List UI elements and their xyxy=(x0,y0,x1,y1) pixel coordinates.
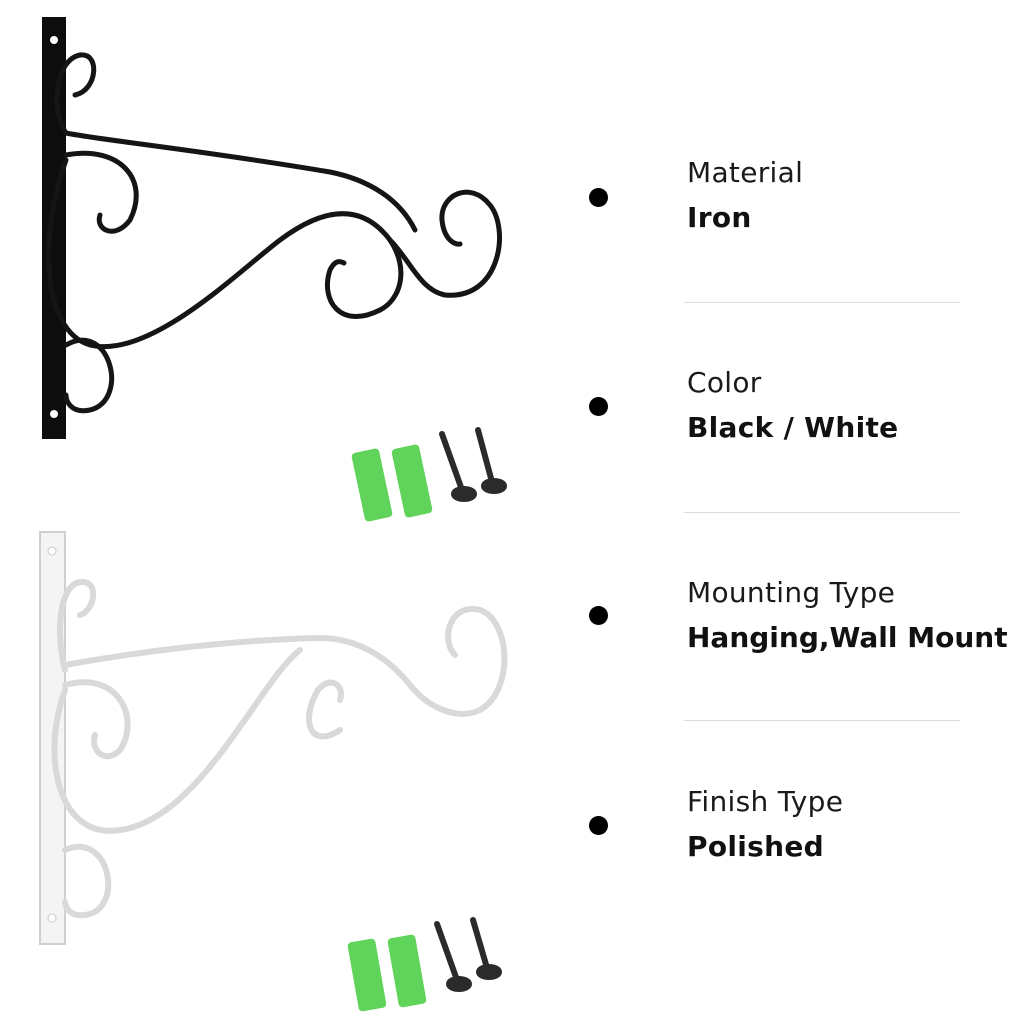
black-mounting-plate xyxy=(42,17,66,439)
bullet-icon xyxy=(589,606,608,625)
spec-value: Black / White xyxy=(687,411,899,444)
bullet-icon xyxy=(589,816,608,835)
black-bracket-image xyxy=(42,17,502,439)
spec-label: Finish Type xyxy=(687,785,844,818)
divider xyxy=(684,720,960,721)
white-hardware xyxy=(347,917,502,1012)
spec-value: Iron xyxy=(687,201,752,234)
screw-icon xyxy=(434,917,502,992)
wall-anchor-icon xyxy=(351,444,433,522)
bullet-icon xyxy=(589,188,608,207)
plate-hole xyxy=(47,546,57,556)
plate-hole xyxy=(50,36,58,44)
spec-value: Hanging,Wall Mount xyxy=(687,621,1008,654)
bullet-icon xyxy=(589,397,608,416)
divider xyxy=(684,512,960,513)
spec-label: Material xyxy=(687,156,804,189)
black-hardware xyxy=(351,427,507,522)
screw-icon xyxy=(439,427,507,502)
divider xyxy=(684,302,960,303)
spec-label: Mounting Type xyxy=(687,576,896,609)
plate-hole xyxy=(47,913,57,923)
spec-label: Color xyxy=(687,366,762,399)
black-scroll-arm xyxy=(46,52,502,414)
white-bracket-image xyxy=(39,531,508,945)
white-scroll-arm xyxy=(51,579,508,919)
spec-value: Polished xyxy=(687,830,824,863)
plate-hole xyxy=(50,410,58,418)
wall-anchor-icon xyxy=(347,934,427,1012)
